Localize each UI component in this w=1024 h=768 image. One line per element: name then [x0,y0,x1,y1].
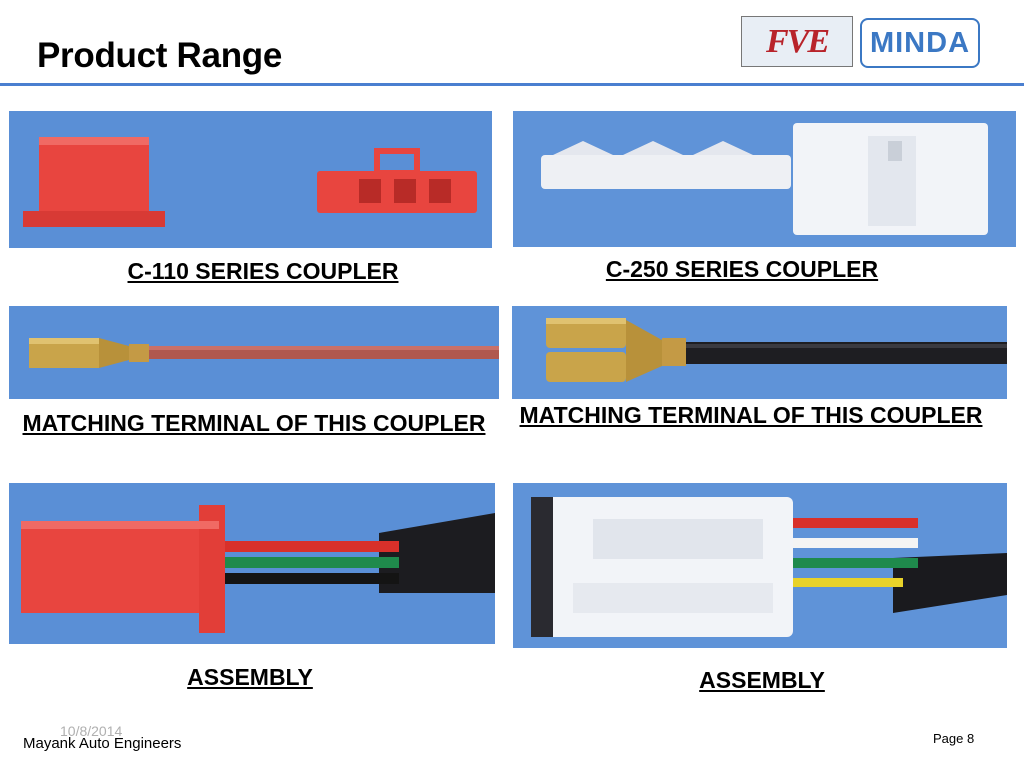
photo-c250-assembly [513,483,1007,648]
caption-c250-assembly: ASSEMBLY [699,667,825,693]
footer-company: Mayank Auto Engineers [23,735,182,752]
footer-date: 10/8/2014 [60,723,123,739]
fve-logo: FVE [741,16,853,67]
photo-c110-terminal [9,306,499,399]
page-number: Page 8 [933,731,975,746]
caption-c250-terminal: MATCHING TERMINAL OF THIS COUPLER [519,402,983,428]
fve-logo-text: FVE [765,22,830,60]
header-rule [0,83,1024,86]
photo-c250-coupler [513,111,1016,247]
caption-c250-coupler: C-250 SERIES COUPLER [605,256,879,282]
caption-c110-assembly: ASSEMBLY [187,664,313,690]
photo-c110-assembly [9,483,495,644]
photo-c250-terminal [512,306,1007,399]
minda-logo-text: MINDA [869,26,971,59]
caption-c110-terminal: MATCHING TERMINAL OF THIS COUPLER [22,410,486,436]
minda-logo: MINDA [860,18,980,68]
slide-title: Product Range [37,36,283,75]
caption-c110-coupler: C-110 SERIES COUPLER [127,258,399,284]
photo-c110-coupler [9,111,492,248]
